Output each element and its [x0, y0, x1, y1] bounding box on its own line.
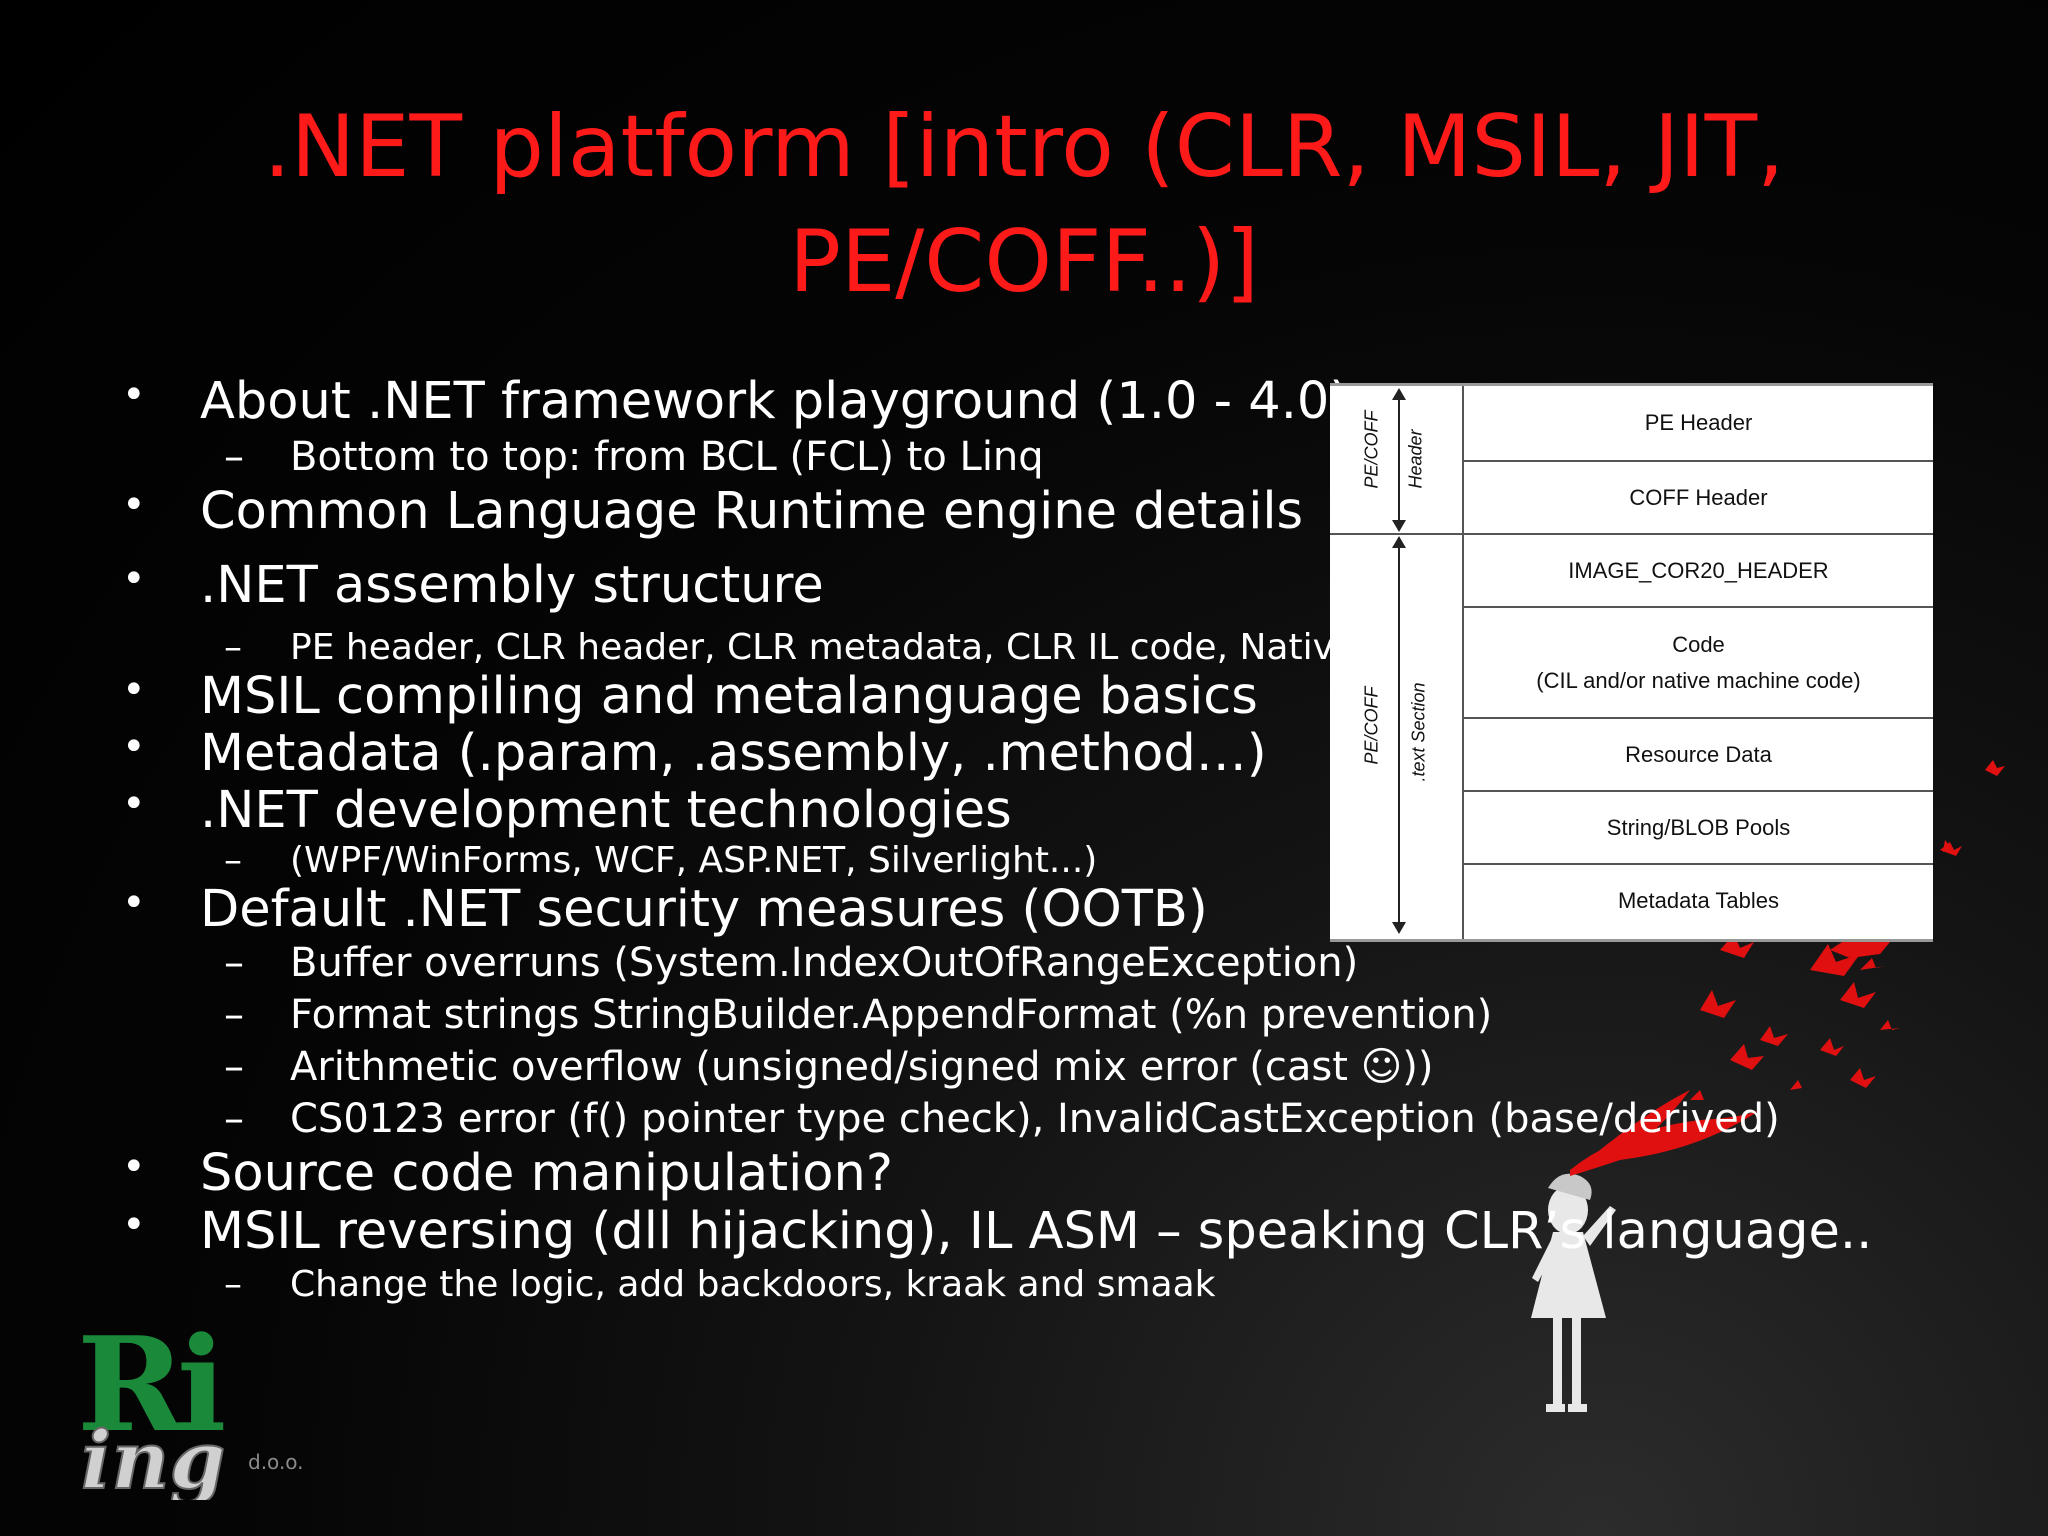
diagram-row: Resource Data: [1625, 741, 1772, 767]
diagram-row: IMAGE_COR20_HEADER: [1568, 557, 1829, 583]
sub-bullet-marker: –: [224, 840, 242, 881]
bullet-item: •Metadata (.param, .assembly, .method…): [122, 724, 1267, 783]
diagram-row-line: [1462, 790, 1933, 792]
sub-bullet-marker: –: [224, 627, 242, 668]
bullet-item: •.NET assembly structure: [122, 556, 824, 615]
text-section-span-arrow-icon: [1392, 536, 1406, 934]
diagram-row: String/BLOB Pools: [1606, 814, 1791, 840]
sub-bullet-item: –Format strings StringBuilder.AppendForm…: [224, 992, 1493, 1038]
sub-bullet-item: –Arithmetic overflow (unsigned/signed mi…: [224, 1044, 1434, 1090]
company-logo: Ri ing: [77, 1320, 232, 1500]
bullet-item: •Source code manipulation?: [122, 1144, 893, 1203]
svg-text:ing: ing: [81, 1413, 226, 1500]
bullet-marker: •: [122, 724, 146, 770]
diagram-row: Code(CIL and/or native machine code): [1536, 631, 1861, 693]
bullet-marker: •: [122, 556, 146, 602]
sub-bullet-marker: –: [224, 1264, 242, 1305]
sub-bullet-marker: –: [224, 1044, 244, 1090]
diagram-row: Metadata Tables: [1617, 887, 1780, 913]
bullet-item: •Common Language Runtime engine details: [122, 482, 1304, 541]
diagram-row-line: [1462, 606, 1933, 608]
slide-title-line-2: PE/COFF..)]: [789, 212, 1259, 312]
side-label-inner: .text Section: [1408, 682, 1429, 782]
sub-bullet-marker: –: [224, 940, 244, 986]
girl-silhouette-icon: [1531, 1173, 1616, 1412]
svg-text:Ri: Ri: [77, 1320, 224, 1461]
bullet-marker: •: [122, 1202, 146, 1248]
sub-bullet-item: –CS0123 error (f() pointer type check), …: [224, 1096, 1780, 1142]
sub-bullet-item: –Change the logic, add backdoors, kraak …: [224, 1264, 1216, 1305]
bullet-marker: •: [122, 880, 146, 926]
bullet-item: •About .NET framework playground (1.0 - …: [122, 372, 1350, 431]
side-label-outer: PE/COFF: [1361, 410, 1382, 489]
slide-title: .NET platform [intro (CLR, MSIL, JIT, PE…: [0, 90, 2048, 320]
sub-bullet-item: –PE header, CLR header, CLR metadata, CL…: [224, 627, 1449, 668]
bullet-item: •.NET development technologies: [122, 781, 1012, 840]
pe-structure-diagram: PE/COFF Header PE/COFF .text Section PE …: [1330, 383, 1933, 942]
diagram-row: PE Header: [1644, 410, 1753, 435]
sub-bullet-marker: –: [224, 992, 244, 1038]
bullet-item: •MSIL reversing (dll hijacking), IL ASM …: [122, 1202, 1873, 1261]
diagram-row: COFF Header: [1629, 484, 1768, 510]
bullet-marker: •: [122, 781, 146, 827]
logo-suffix: d.o.o.: [248, 1450, 304, 1474]
bullet-marker: •: [122, 1144, 146, 1190]
side-label-outer: PE/COFF: [1361, 686, 1382, 765]
diagram-row-line: [1462, 863, 1933, 865]
diagram-row-line: [1462, 460, 1933, 462]
sub-bullet-marker: –: [224, 434, 244, 480]
bullet-marker: •: [122, 372, 146, 418]
diagram-divider: [1462, 386, 1464, 939]
sub-bullet-marker: –: [224, 1096, 244, 1142]
side-label-inner: Header: [1405, 429, 1426, 489]
sub-bullet-item: –Bottom to top: from BCL (FCL) to Linq: [224, 434, 1044, 480]
bullet-marker: •: [122, 482, 146, 528]
header-span-arrow-icon: [1392, 388, 1406, 532]
bullet-item: •Default .NET security measures (OOTB): [122, 880, 1208, 939]
slide-title-line-1: .NET platform [intro (CLR, MSIL, JIT,: [263, 97, 1785, 197]
sub-bullet-item: –(WPF/WinForms, WCF, ASP.NET, Silverligh…: [224, 840, 1098, 881]
diagram-row-line: [1462, 717, 1933, 719]
diagram-section-line: [1330, 533, 1933, 535]
sub-bullet-item: –Buffer overruns (System.IndexOutOfRange…: [224, 940, 1359, 986]
bullet-marker: •: [122, 667, 146, 713]
bullet-item: •MSIL compiling and metalanguage basics: [122, 667, 1258, 726]
